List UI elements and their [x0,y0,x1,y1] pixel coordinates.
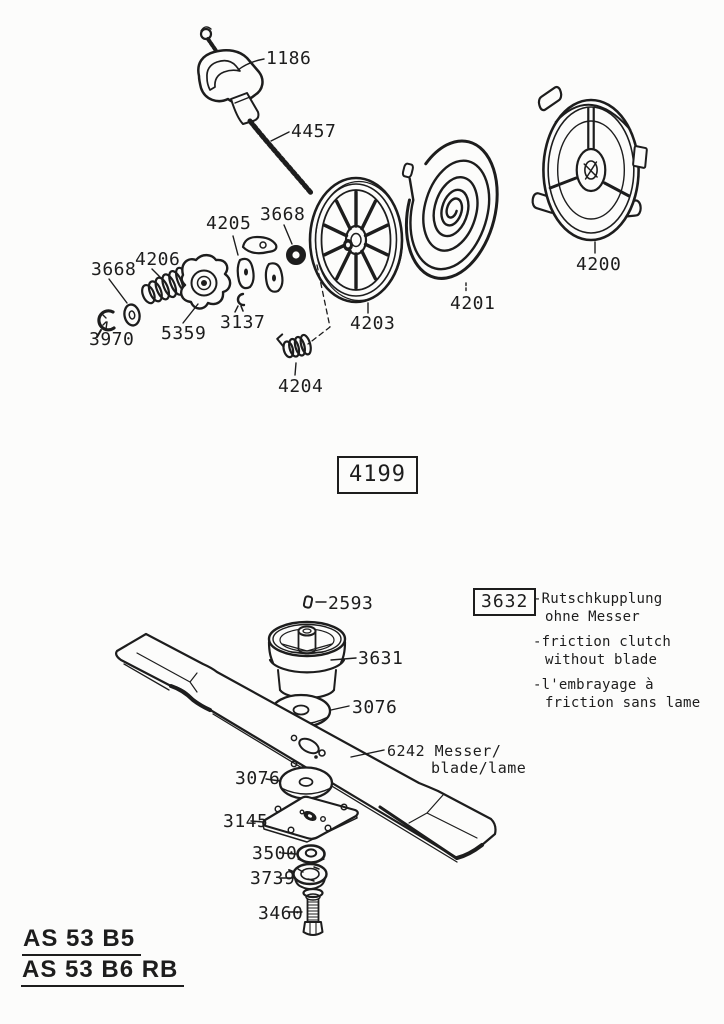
starter-housing-drawing [532,85,647,240]
part-label-4200: 4200 [576,254,622,275]
part-label-5359: 5359 [161,323,207,344]
model-name-line1: AS 53 B5 [22,927,142,956]
part-label-3631: 3631 [358,648,404,669]
part-label-3460: 3460 [258,903,304,924]
washer-3668-top-drawing [286,245,306,265]
clutch-number-box: 3632 [473,588,537,616]
part-label-blade-lame: blade/lame [431,759,527,777]
pawls-4205-drawing [236,235,284,293]
part-label-3137: 3137 [220,312,266,333]
friction-disc-lower-drawing [278,766,334,800]
part-label-4204: 4204 [278,376,324,397]
note-de-line2: ohne Messer [545,609,640,625]
part-label-3668-top: 3668 [260,204,306,225]
part-label-6242: 6242 Messer/ [387,742,502,760]
rope-pulley-drawing [308,176,404,304]
washer-3500-drawing [296,844,326,864]
note-de-line1: -Rutschkupplung [533,591,663,607]
starter-rope-drawing [247,118,315,197]
spring-4204-drawing [276,333,312,359]
clutch-cup-3631-drawing [267,620,347,700]
bolt-3460-drawing [302,887,324,936]
part-label-3076-upper: 3076 [352,697,398,718]
assembly-number-box: 4199 [337,456,418,494]
clamp-plate-3145-drawing [262,795,359,843]
part-label-4206: 4206 [135,249,181,270]
part-label-3145: 3145 [223,811,269,832]
note-en-line2: without blade [545,652,658,668]
part-label-1186: 1186 [266,48,312,69]
note-fr-line1: -l'embrayage à [533,677,654,693]
note-en-line1: -friction clutch [533,634,672,650]
leader-lines [105,58,596,913]
part-label-3970: 3970 [89,329,135,350]
part-label-4201: 4201 [450,293,496,314]
part-label-3739: 3739 [250,868,296,889]
pin-2593-drawing [302,595,314,609]
model-name-line2: AS 53 B6 RB [21,958,185,987]
washer-3668-left-drawing [123,303,141,327]
note-fr-line2: friction sans lame [545,695,701,711]
part-label-3076-lower: 3076 [235,768,281,789]
cam-5359-drawing [179,253,232,310]
eclip-3970-drawing [96,309,116,338]
rewind-spring-drawing [380,128,511,288]
part-label-3668-left: 3668 [91,259,137,280]
part-label-4457: 4457 [291,121,337,142]
part-label-4205: 4205 [206,213,252,234]
blade-drawing [115,632,497,863]
clip-3137-drawing [236,292,246,312]
part-label-4203: 4203 [350,313,396,334]
part-label-2593: 2593 [328,593,374,614]
lock-washer-3739-drawing [288,862,328,890]
part-label-3500: 3500 [252,843,298,864]
starter-handle-drawing [197,26,264,125]
